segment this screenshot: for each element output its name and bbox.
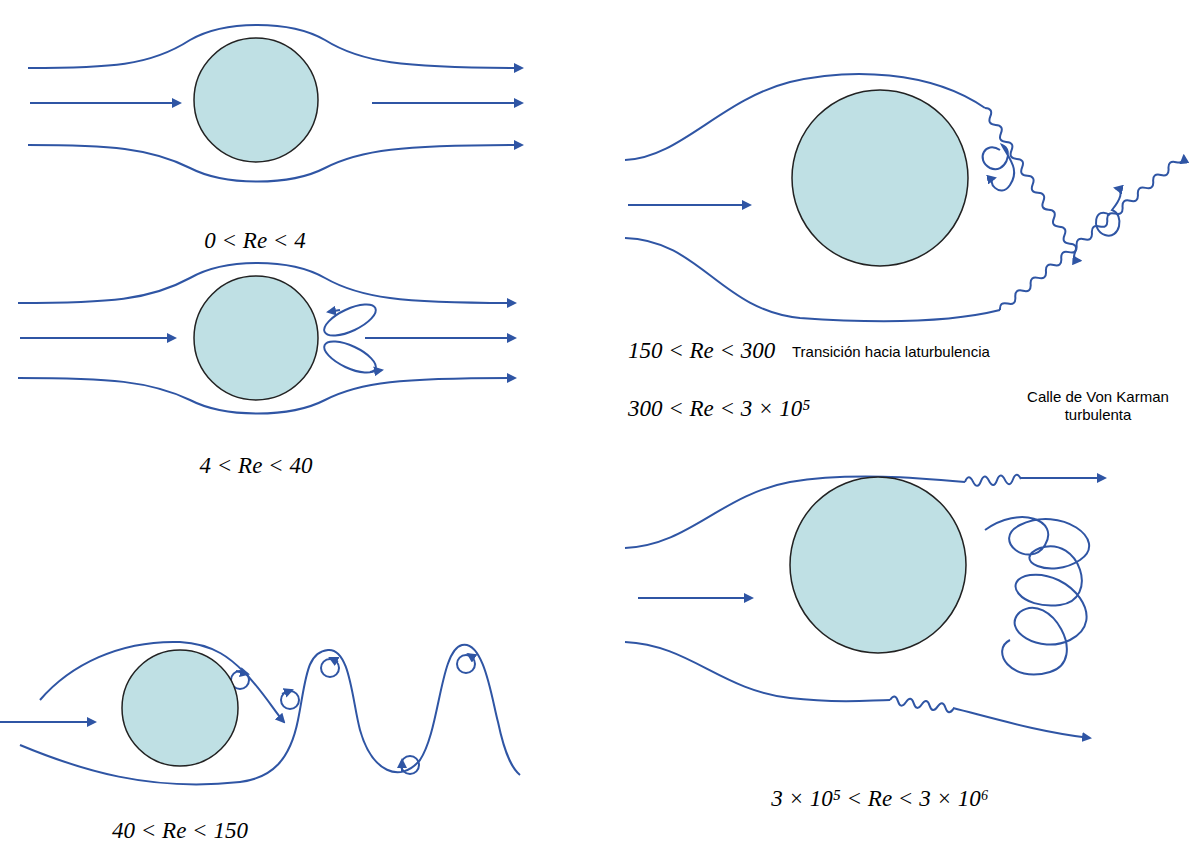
attached-eddies [18,263,515,414]
turbulent-wake [625,475,1105,738]
reynolds-range: 150 < Re < 300 [628,338,775,364]
reynolds-range: 300 < Re < 3 × 10⁵ [628,396,810,422]
reynolds-range: 4 < Re < 40 [200,453,313,479]
reynolds-range: 0 < Re < 4 [204,228,305,254]
transition-wake [625,74,1186,321]
cylinders [122,38,968,766]
reynolds-range: 3 × 10⁵ < Re < 3 × 10⁶ [771,786,988,812]
regime-note: Transición hacia laturbulencia [792,343,990,360]
regime-note: Calle de Von Karman turbulenta [1013,388,1183,424]
creeping-flow [28,25,522,182]
vortex-shedding [0,642,520,785]
reynolds-range: 40 < Re < 150 [112,818,248,844]
